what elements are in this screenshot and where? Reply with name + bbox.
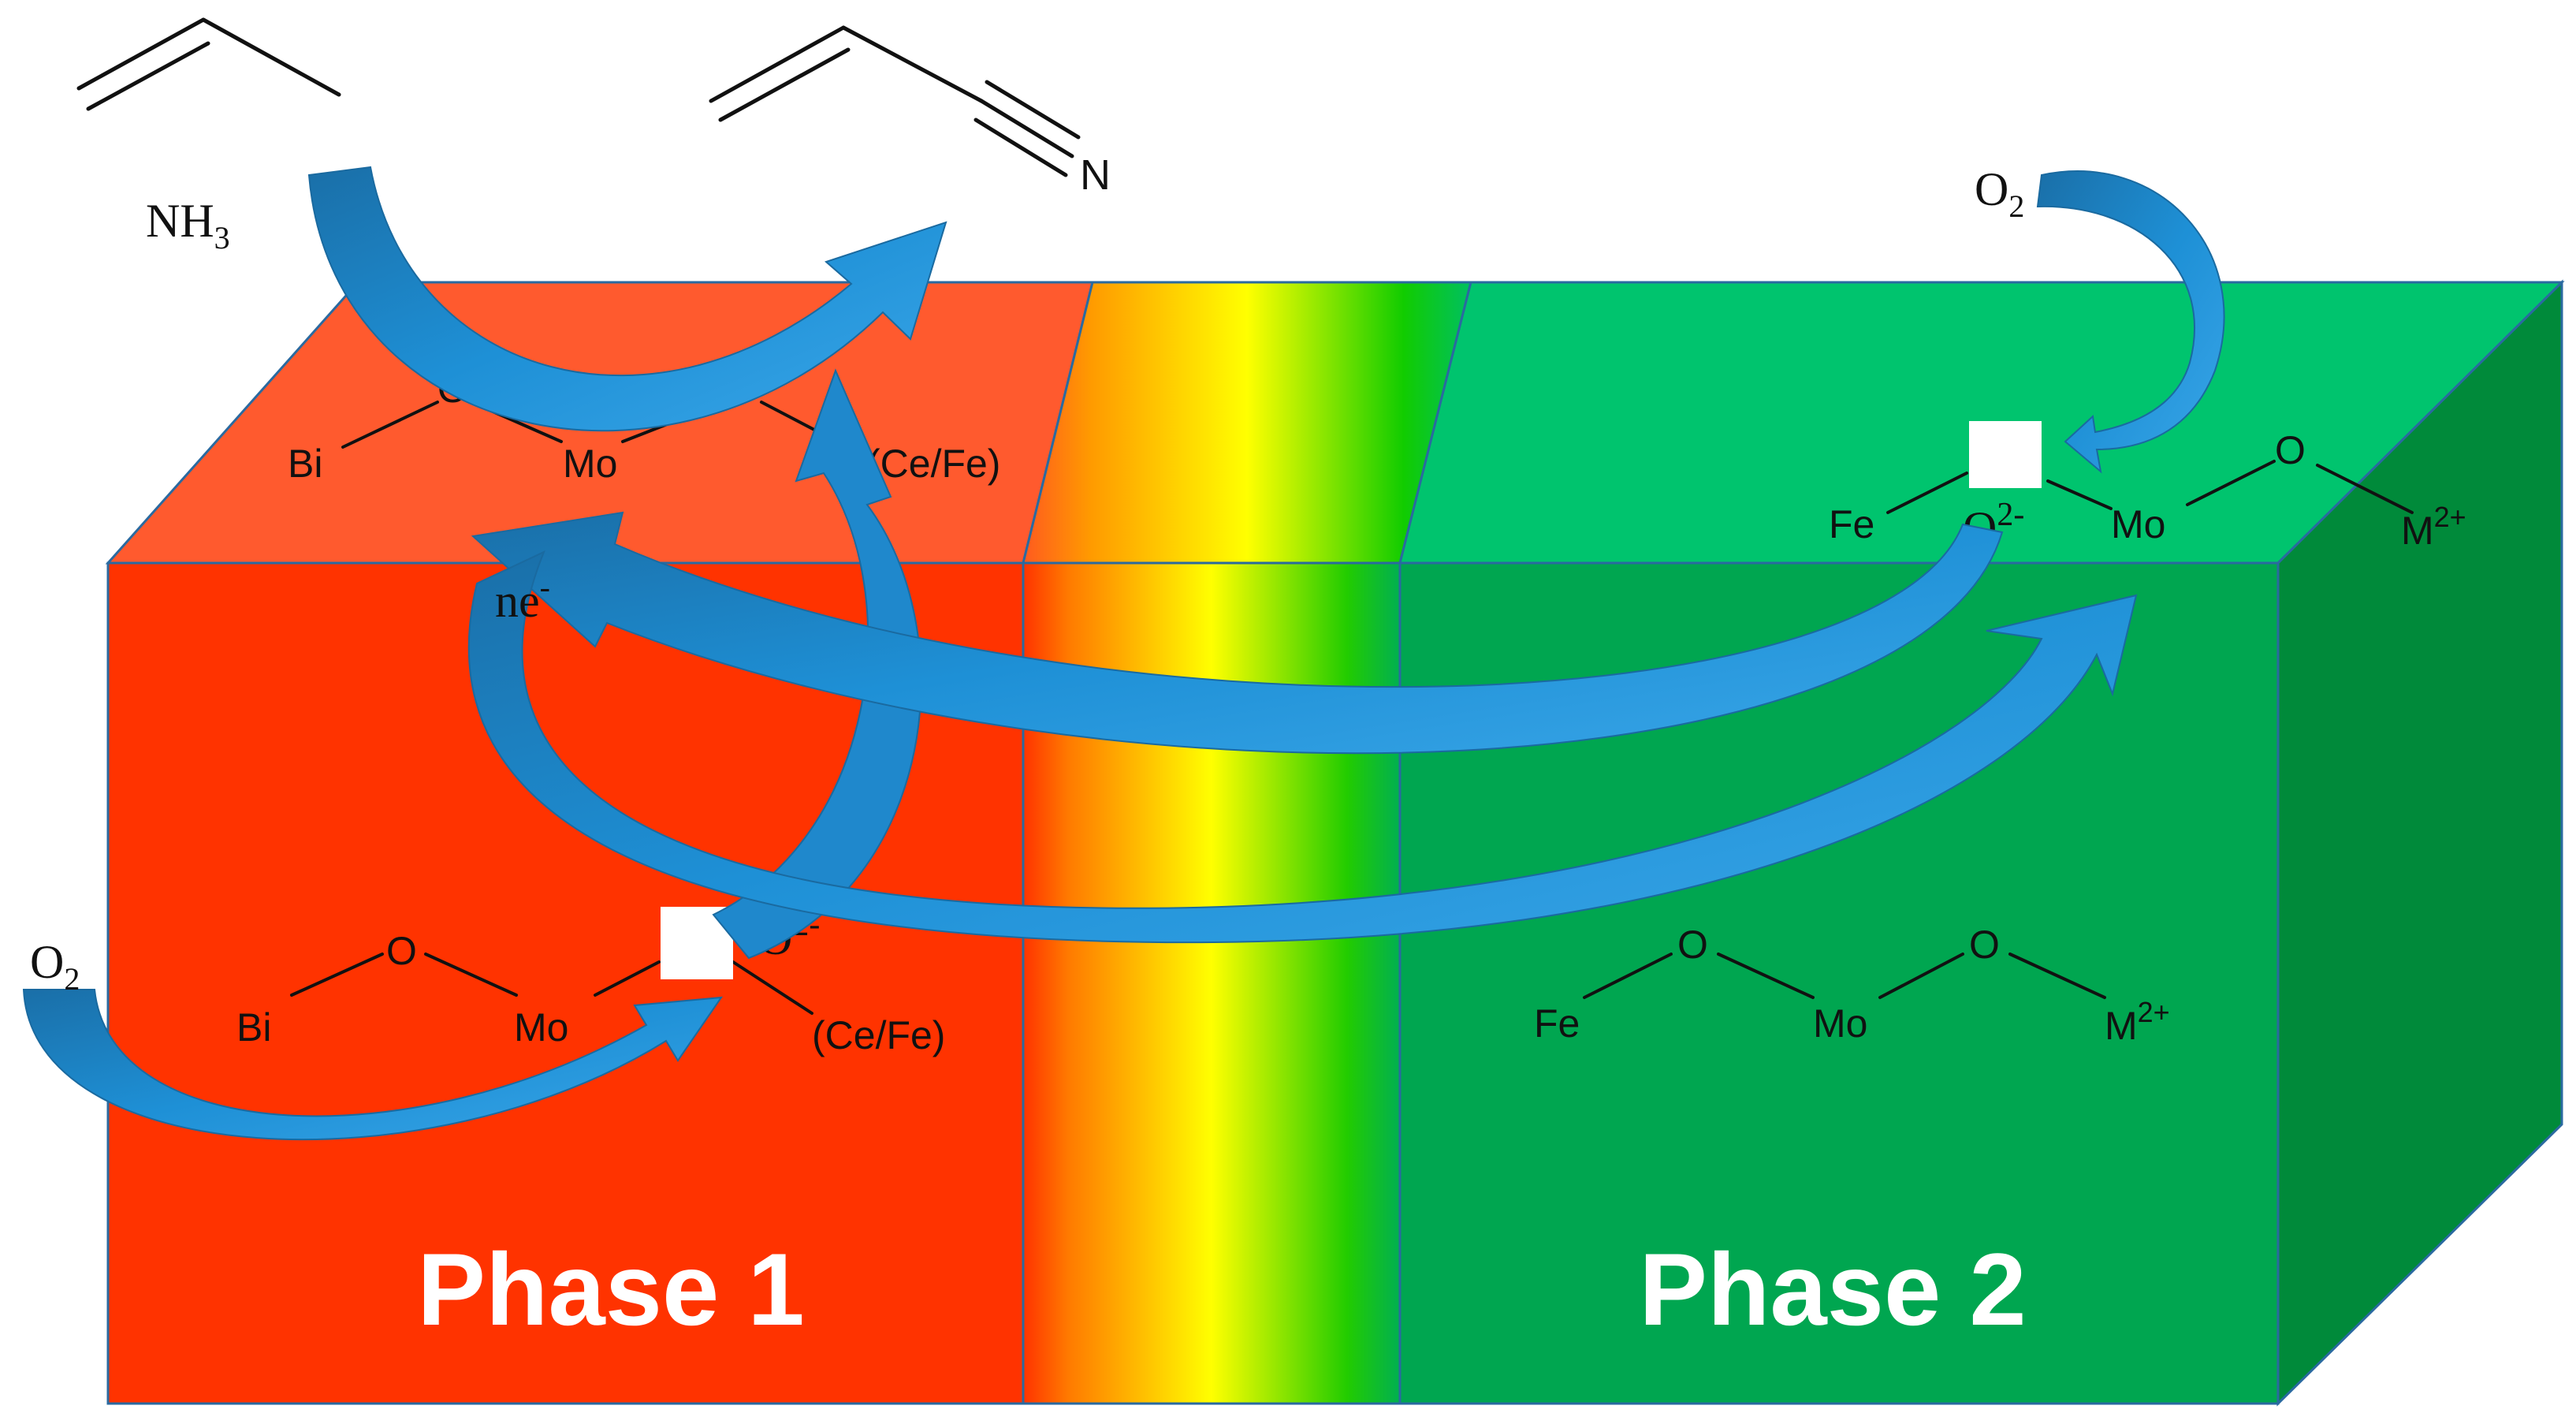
nh3-to-acrylonitrile-arrow <box>307 166 947 432</box>
p2-top-o: O <box>2275 428 2306 472</box>
phase2-bulk-site: Fe O Mo O M2+ <box>1534 923 2170 1048</box>
p2-oxygen-vacancy <box>1969 421 2042 488</box>
electron-return-arrow <box>471 511 2004 755</box>
phase1-o2-label: O2 <box>30 936 80 997</box>
bulk-oxide-to-surface-arrow <box>712 368 922 960</box>
p2-bulk-o2: O <box>1969 923 2000 967</box>
p2-bulk-metal: M2+ <box>2105 996 2170 1048</box>
p1-top-cefe: (Ce/Fe) <box>867 442 1000 486</box>
p2-top-metal: M2+ <box>2401 501 2466 553</box>
p1-top-mo: Mo <box>563 442 617 486</box>
nh3-label: NH3 <box>146 195 230 255</box>
p1-bulk-bi: Bi <box>236 1005 271 1050</box>
p1-bulk-cefe: (Ce/Fe) <box>812 1013 945 1057</box>
phase2-o2-label: O2 <box>1975 163 2024 224</box>
nitrile-n-atom: N <box>1080 151 1111 199</box>
p1-bulk-o1: O <box>386 929 417 973</box>
p2-bulk-o1: O <box>1677 923 1708 967</box>
p2-bulk-mo: Mo <box>1813 1001 1867 1046</box>
p1-top-bi: Bi <box>288 442 322 486</box>
phase2-label: Phase 2 <box>1639 1232 2026 1347</box>
phase1-bulk-site: Bi O Mo O2- (Ce/Fe) <box>236 907 945 1057</box>
electron-transfer-arrow <box>467 550 2138 944</box>
p2-top-fe: Fe <box>1829 502 1874 546</box>
p2-bulk-fe: Fe <box>1534 1001 1580 1046</box>
o2-to-phase1-vacancy-arrow <box>22 989 724 1141</box>
p1-bulk-mo: Mo <box>514 1005 568 1050</box>
interface-top-face <box>1022 281 1472 565</box>
phase1-label: Phase 1 <box>417 1232 804 1347</box>
p2-top-mo: Mo <box>2111 502 2165 546</box>
propylene-molecule <box>76 17 341 111</box>
o2-to-phase2-vacancy-arrow <box>2036 170 2225 474</box>
electron-label: ne- <box>495 569 550 627</box>
acrylonitrile-molecule <box>709 25 1081 177</box>
